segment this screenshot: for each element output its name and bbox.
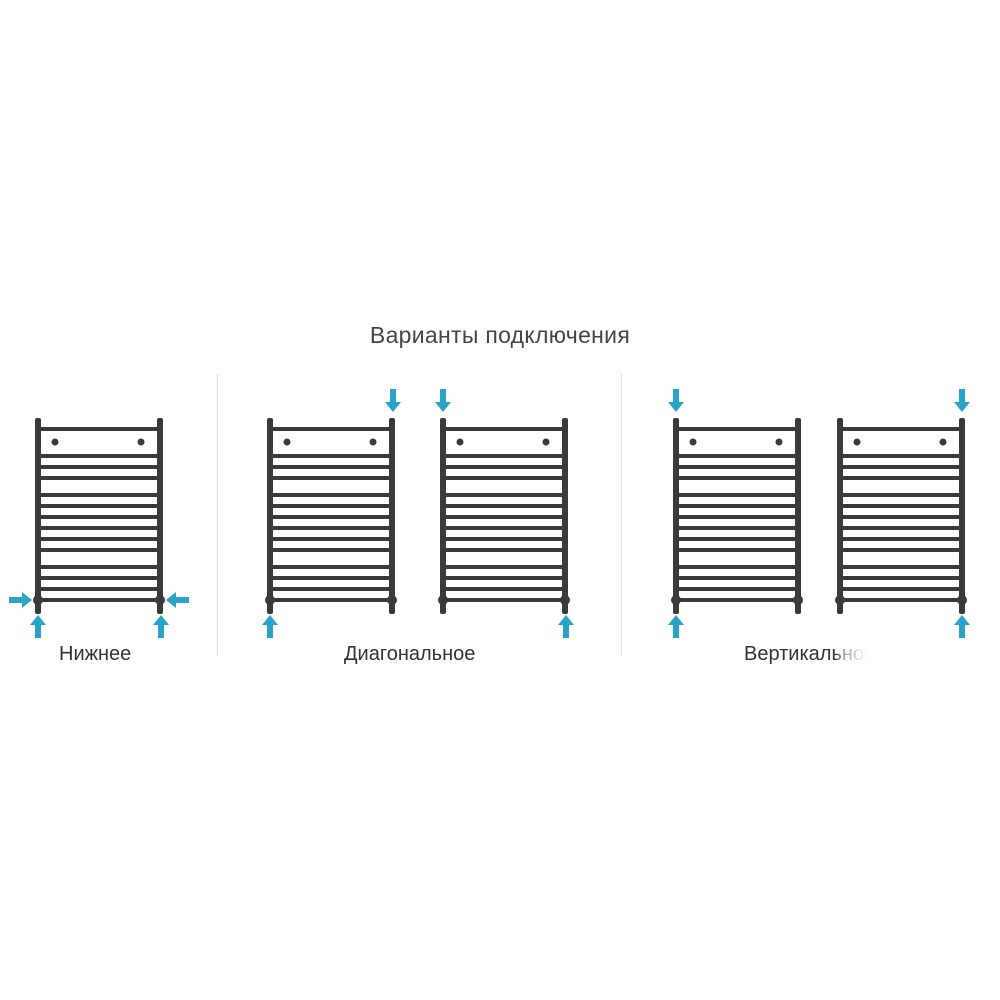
arrow-icon bbox=[435, 389, 451, 412]
arrow-icon bbox=[668, 615, 684, 638]
arrow-icon bbox=[558, 615, 574, 638]
arrow-icon bbox=[30, 615, 46, 638]
towel-dryer-diagonal-1 bbox=[265, 418, 397, 614]
arrow-icon bbox=[262, 615, 278, 638]
towel-dryer-diagonal-2 bbox=[438, 418, 570, 614]
group-separator bbox=[217, 375, 218, 655]
arrow-icon bbox=[668, 389, 684, 412]
towel-dryer-bottom bbox=[33, 418, 165, 614]
caption-diagonal: Диагональное bbox=[344, 643, 476, 665]
arrow-icon bbox=[166, 592, 189, 608]
arrow-icon bbox=[385, 389, 401, 412]
diagram-band bbox=[0, 322, 1000, 677]
arrow-icon bbox=[954, 389, 970, 412]
arrow-icon bbox=[153, 615, 169, 638]
arrow-icon bbox=[954, 615, 970, 638]
arrow-icon bbox=[9, 592, 32, 608]
caption-bottom: Нижнее bbox=[59, 643, 132, 665]
diagram-title: Варианты подключения bbox=[369, 322, 631, 348]
group-separator bbox=[621, 375, 622, 655]
towel-dryer-vertical-2 bbox=[835, 418, 967, 614]
towel-dryer-vertical-1 bbox=[671, 418, 803, 614]
watermark-blur bbox=[838, 640, 920, 668]
